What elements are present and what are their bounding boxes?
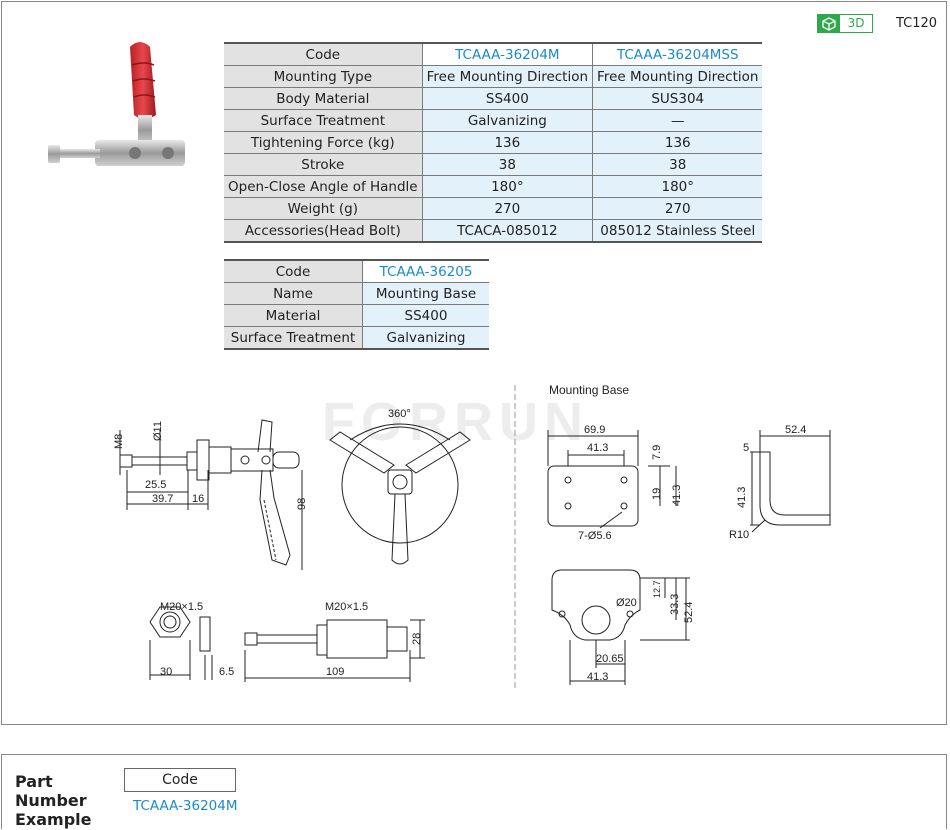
cell: SS400 <box>362 304 489 327</box>
row-label: Name <box>224 282 363 305</box>
cube-icon <box>818 15 840 32</box>
dim-label: M20×1.5 <box>160 601 203 613</box>
product-photo <box>48 42 185 166</box>
row-label: Open-Close Angle of Handle <box>224 175 423 198</box>
3d-view-button[interactable]: 3D <box>817 14 873 33</box>
dim-label: 7-Ø5.6 <box>578 530 612 542</box>
code-link[interactable]: TCAAA-36205 <box>362 259 489 283</box>
part-number-label: Part Number Example <box>15 772 92 829</box>
row-label: Mounting Type <box>224 65 423 88</box>
series-code: TC120 <box>896 16 938 31</box>
dim-label: 7.9 <box>651 445 663 460</box>
cell: Mounting Base <box>362 282 489 305</box>
cell: SUS304 <box>592 87 763 110</box>
main-frame <box>1 1 947 725</box>
3d-label: 3D <box>847 16 865 30</box>
dim-label: Ø11 <box>152 421 164 441</box>
row-label: Stroke <box>224 153 423 176</box>
cell: 270 <box>422 197 593 220</box>
table-header-row: Code TCAAA-36205 <box>224 259 489 283</box>
dim-label: 6.5 <box>219 666 234 678</box>
dim-label: 98 <box>296 498 308 510</box>
header-label: Code <box>224 259 363 283</box>
dim-label: 25.5 <box>145 479 166 491</box>
cell: — <box>592 109 763 132</box>
dim-label: 41.3 <box>587 671 608 683</box>
code-box: Code <box>124 768 236 792</box>
row-label: Tightening Force (kg) <box>224 131 423 154</box>
spec-table: Code TCAAA-36204M TCAAA-36204MSS Mountin… <box>224 42 763 243</box>
row-label: Surface Treatment <box>224 109 423 132</box>
code-link[interactable]: TCAAA-36204M <box>422 42 593 66</box>
dim-label: 5 <box>743 442 749 454</box>
part-number-section: Part Number Example Code TCAAA-36204M <box>1 754 947 829</box>
code-link[interactable]: TCAAA-36204MSS <box>592 42 763 66</box>
cell: 270 <box>592 197 763 220</box>
cell: Galvanizing <box>422 109 593 132</box>
example-code-link[interactable]: TCAAA-36204M <box>133 798 238 814</box>
dim-label: 12.7 <box>652 580 662 598</box>
cell: 136 <box>592 131 763 154</box>
dim-label: 52.4 <box>683 602 695 623</box>
cell: Galvanizing <box>362 326 489 350</box>
header-label: Code <box>224 42 423 66</box>
dim-label: Ø20 <box>616 597 637 609</box>
row-label: Weight (g) <box>224 197 423 220</box>
dim-label: R10 <box>729 529 749 541</box>
cell: 180° <box>592 175 763 198</box>
mounting-base-title: Mounting Base <box>549 383 629 397</box>
cell: 38 <box>592 153 763 176</box>
dim-label: 69.9 <box>584 424 605 436</box>
dim-label: 20.65 <box>596 653 624 665</box>
dim-label: 33.3 <box>669 594 681 615</box>
dim-label: 109 <box>326 666 344 678</box>
row-label: Body Material <box>224 87 423 110</box>
technical-drawing: FORRUN <box>113 383 831 690</box>
dim-label: 39.7 <box>152 493 173 505</box>
row-label: Material <box>224 304 363 327</box>
dim-label: M20×1.5 <box>325 601 368 613</box>
cell: Free Mounting Direction <box>422 65 593 88</box>
row-label: Accessories(Head Bolt) <box>224 219 423 243</box>
cell: 38 <box>422 153 593 176</box>
dim-label: 41.3 <box>736 487 748 508</box>
cell: 136 <box>422 131 593 154</box>
dim-label: M8 <box>113 434 125 449</box>
cell: 180° <box>422 175 593 198</box>
cell: Free Mounting Direction <box>592 65 763 88</box>
dim-label: 52.4 <box>785 424 806 436</box>
dim-label: 41.3 <box>671 485 683 506</box>
dim-label: 41.3 <box>587 442 608 454</box>
cell: 085012 Stainless Steel <box>592 219 763 243</box>
row-label: Surface Treatment <box>224 326 363 350</box>
dim-label: 28 <box>411 633 423 645</box>
cell: TCACA-085012 <box>422 219 593 243</box>
dim-label: 16 <box>192 493 204 505</box>
dim-label: 360° <box>388 408 411 420</box>
dim-label: 19 <box>651 488 663 500</box>
cell: SS400 <box>422 87 593 110</box>
watermark: FORRUN <box>322 392 589 452</box>
dim-label: 30 <box>160 666 172 678</box>
table-header-row: Code TCAAA-36204M TCAAA-36204MSS <box>224 42 763 66</box>
